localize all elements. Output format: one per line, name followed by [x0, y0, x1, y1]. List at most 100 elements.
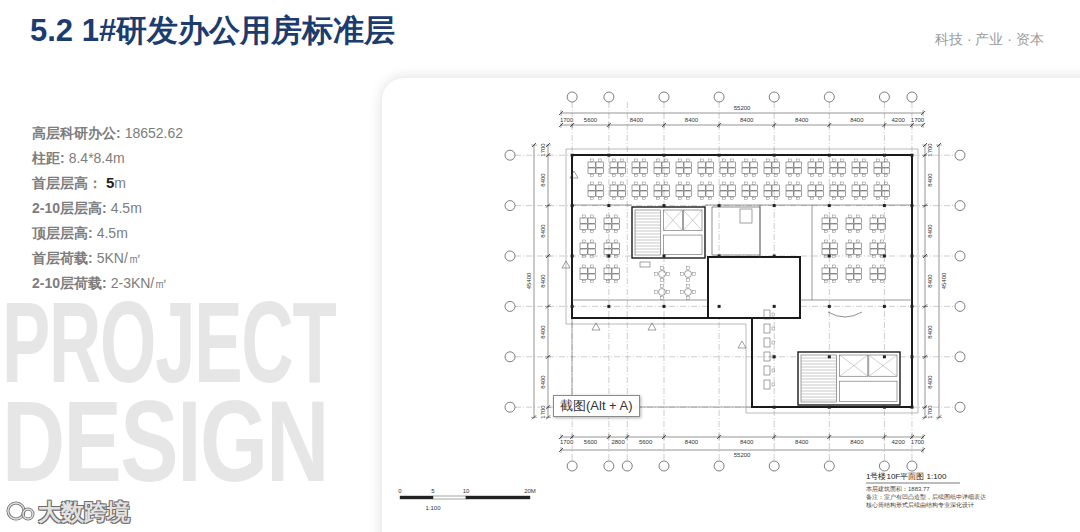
desk: [632, 168, 640, 174]
chair: [708, 159, 711, 161]
shaft: [740, 209, 752, 223]
stair-tread: [635, 219, 661, 220]
chair: [856, 231, 859, 233]
dimension-tick: [559, 448, 563, 452]
dimension-extension: [774, 122, 775, 128]
column: [910, 406, 913, 409]
desk: [610, 168, 618, 174]
desk: [764, 310, 770, 319]
desk: [612, 224, 620, 230]
desk: [596, 162, 604, 168]
scale-ratio: 1:100: [425, 505, 440, 511]
desk: [764, 168, 772, 174]
axis-bubble: [824, 92, 834, 102]
desk: [794, 191, 802, 197]
dimension-value: 2800: [610, 439, 625, 445]
desk: [684, 162, 692, 168]
column: [883, 355, 886, 358]
column: [773, 204, 776, 207]
axis-bubble: [505, 251, 515, 261]
desk: [612, 274, 620, 280]
desk: [830, 249, 838, 255]
desk: [684, 168, 692, 174]
desk: [854, 243, 862, 249]
scale-bar: [466, 496, 530, 499]
dimension-extension: [923, 110, 924, 116]
dimension-value: 5600: [638, 439, 653, 445]
logo-ring: [8, 503, 24, 519]
dimension-tick: [662, 123, 666, 127]
desk: [618, 191, 626, 197]
axis-bubble: [622, 461, 632, 471]
dimension-value: 4200: [890, 117, 905, 123]
dimension-extension: [531, 145, 537, 146]
dimension-line: [925, 145, 926, 417]
chair: [667, 291, 669, 293]
spec-label: 首层层高：: [32, 174, 102, 192]
dimension-value: 8400: [540, 173, 546, 188]
desk: [662, 162, 670, 168]
dimension-value: 5600: [583, 117, 598, 123]
axis-bubble: [955, 201, 965, 211]
desk: [816, 162, 824, 168]
desk: [706, 185, 714, 191]
dimension-tick: [559, 123, 563, 127]
chair: [744, 159, 747, 161]
dimension-extension: [922, 256, 928, 257]
desk: [764, 162, 772, 168]
chair: [880, 265, 883, 267]
column: [910, 355, 913, 358]
chair: [590, 182, 593, 184]
dimension-line: [561, 437, 923, 438]
chair: [848, 281, 851, 283]
desk: [588, 191, 596, 197]
scale-number: 0: [398, 488, 401, 494]
desk: [830, 268, 838, 274]
desk: [588, 218, 596, 224]
stair-tread: [801, 382, 837, 383]
stair-tread: [801, 400, 837, 401]
desk: [874, 191, 882, 197]
desk: [882, 185, 890, 191]
axis-bubble: [955, 251, 965, 261]
chair: [612, 182, 615, 184]
desk: [830, 168, 838, 174]
exterior-wall: [572, 155, 912, 407]
desk: [870, 249, 878, 255]
logo-icon: [8, 503, 33, 519]
dimension-value: 8400: [739, 439, 754, 445]
chair: [854, 182, 857, 184]
desk: [662, 185, 670, 191]
dimension-value: 8400: [629, 117, 644, 123]
dimension-tick: [827, 123, 831, 127]
desk: [612, 249, 620, 255]
column: [773, 355, 776, 358]
logo-ring: [23, 509, 33, 519]
chair: [848, 231, 851, 233]
chair: [634, 159, 637, 161]
dimension-extension: [663, 434, 664, 440]
chair: [880, 281, 883, 283]
chair: [700, 182, 703, 184]
dimension-tick: [546, 254, 550, 258]
chair: [774, 182, 777, 184]
stair-tread: [801, 361, 837, 362]
title-underline: [866, 483, 960, 484]
desk: [764, 338, 770, 347]
chair: [614, 281, 617, 283]
dimension-tick: [882, 123, 886, 127]
column: [718, 204, 721, 207]
dimension-extension: [884, 122, 885, 128]
logo-ring: [23, 509, 33, 519]
dimension-tick: [921, 123, 925, 127]
chair: [612, 198, 615, 200]
desk: [878, 249, 886, 255]
dimension-tick: [921, 448, 925, 452]
desk: [878, 274, 886, 280]
dimension-tick: [910, 123, 914, 127]
stair-tread: [635, 222, 661, 223]
chair: [810, 159, 813, 161]
round-table: [659, 289, 666, 296]
dimension-extension: [545, 256, 551, 257]
stair-tread: [635, 213, 661, 214]
